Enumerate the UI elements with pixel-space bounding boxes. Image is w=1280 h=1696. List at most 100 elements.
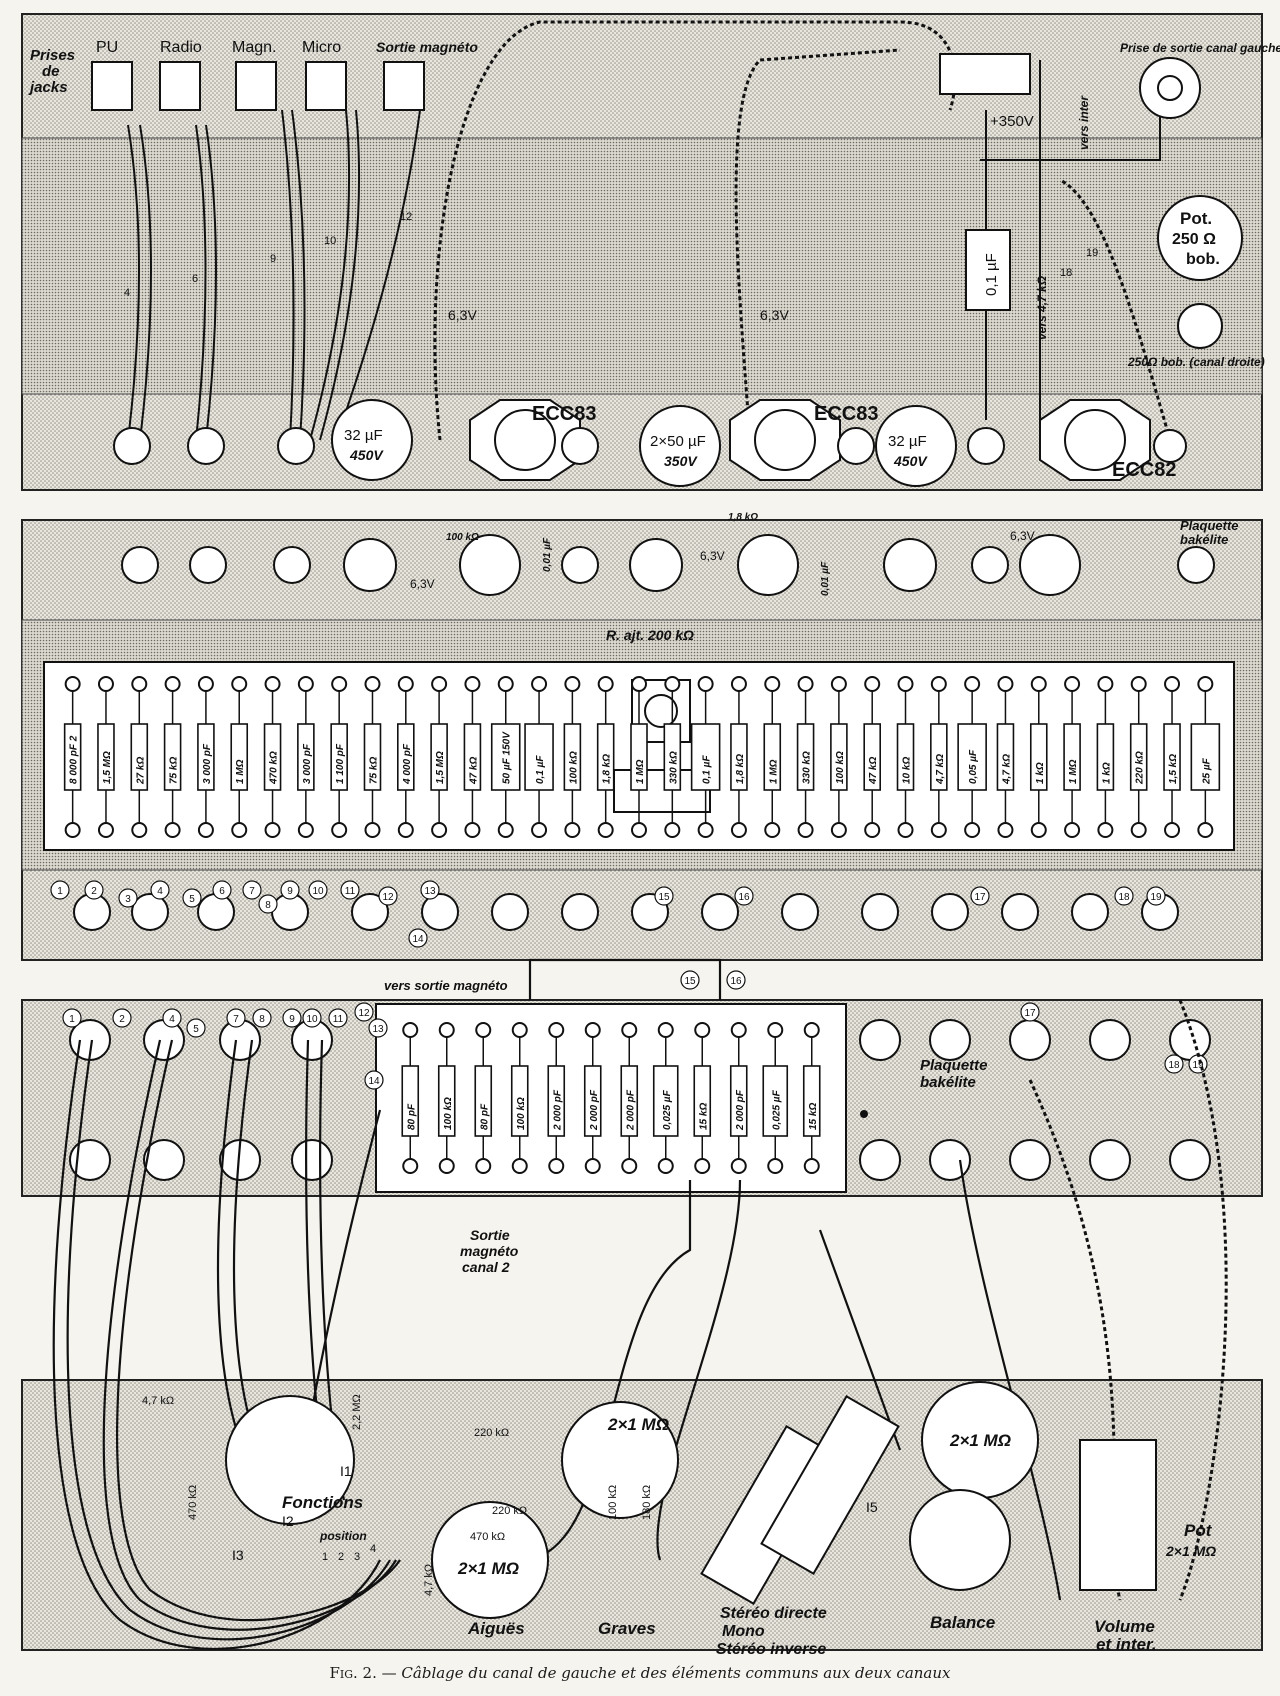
strip1-lug-top <box>897 676 914 692</box>
cap-32uf-b-val: 32 µF <box>888 433 927 450</box>
strip1-component-label: 25 µF <box>1201 757 1212 785</box>
switch-i3: I3 <box>232 1547 244 1563</box>
p3-wire-number: 8 <box>259 1014 265 1025</box>
hole-d <box>561 427 599 465</box>
strip1-component-label: 3 000 pF <box>202 743 213 784</box>
strip2-component <box>510 1065 529 1137</box>
p2-wire-number-badge <box>378 886 398 906</box>
strip1-component <box>1129 723 1148 791</box>
p3-hole-bottom <box>859 1139 901 1181</box>
strip1-component-label: 0,05 µF <box>968 749 979 784</box>
p2-wire-number: 1 <box>57 886 63 897</box>
cap-32uf-b-v: 450V <box>893 453 928 469</box>
strip1-component-label: 330 kΩ <box>668 751 679 784</box>
p3-wire-number: 7 <box>233 1014 239 1025</box>
wire-num-12: 12 <box>400 211 412 223</box>
p2-wire-number: 19 <box>1150 892 1162 903</box>
strip1-lug-top <box>564 676 581 692</box>
p2-wire-number-badge <box>340 880 360 900</box>
p3-hole-top <box>859 1019 901 1061</box>
strip2-lug-top <box>621 1022 638 1038</box>
strip1-component <box>763 723 782 791</box>
res-4-7k-b: 4,7 kΩ <box>423 1564 435 1596</box>
switch-pos-1: 1 <box>322 1551 328 1563</box>
strip1-lug-bottom <box>131 822 148 838</box>
switch-i1: I1 <box>340 1463 352 1479</box>
strip1-component <box>297 723 315 791</box>
strip1-lug-top <box>331 676 348 692</box>
strip2-component <box>729 1065 748 1137</box>
strip2-component-label: 2 000 pF <box>552 1089 563 1131</box>
res-470k-b: 470 kΩ <box>470 1531 505 1543</box>
strip1-lug-top <box>131 676 148 692</box>
strip2-component <box>762 1065 789 1137</box>
strip2-lug-top <box>402 1022 419 1038</box>
hole-g <box>1153 429 1187 463</box>
p2-top-part-3: 1,8 kΩ <box>728 512 758 523</box>
strip1-component <box>63 723 82 791</box>
p2-wire-number: 7 <box>249 886 255 897</box>
switch-fonctions-label: Fonctions <box>282 1493 363 1512</box>
strip2-lug-bottom <box>803 1158 820 1174</box>
strip1-lug-top <box>1064 676 1081 692</box>
tube-socket-2 <box>729 399 841 481</box>
strip1-lug-top <box>964 676 981 692</box>
caption-text: — Câblage du canal de gauche et des élém… <box>381 1664 951 1682</box>
p2-bottom-hole <box>131 893 169 931</box>
pot-balance-bottom <box>909 1489 1011 1591</box>
p3-wire-number-badge <box>368 1018 388 1038</box>
strip1-lug-bottom <box>864 822 881 838</box>
sortie-line1: Sortie <box>470 1227 510 1243</box>
p3-wire-number-badge <box>354 1002 374 1022</box>
strip1-component-label: 50 µF 150V <box>502 731 513 784</box>
strip1-lug-bottom <box>797 822 814 838</box>
pot2-label: 250Ω bob. (canal droite) <box>1127 355 1265 369</box>
strip1-component <box>663 723 682 791</box>
strip2-lug-top <box>548 1022 565 1038</box>
sortie-line3: canal 2 <box>462 1259 510 1275</box>
strip1-lug-top <box>64 676 81 692</box>
strip1-lug-top <box>431 676 448 692</box>
output-jack-label: Prise de sortie canal gauche <box>1120 41 1280 55</box>
res-220k-a: 220 kΩ <box>474 1427 509 1439</box>
p3-wire-number-badge <box>302 1008 322 1028</box>
wire-num-6: 6 <box>192 273 198 285</box>
p2-wire-number-badge <box>242 880 262 900</box>
strip2-lug-top <box>511 1022 528 1038</box>
p3-wire-number: 1 <box>69 1014 75 1025</box>
strip1-lug-top <box>664 676 681 692</box>
p2-heater-b: 6,3V <box>700 549 725 563</box>
p3-wire-number-badge <box>680 970 700 990</box>
p3-hole-bottom <box>1009 1139 1051 1181</box>
cap-2x50uf-val: 2×50 µF <box>650 433 706 450</box>
strip1-lug-bottom <box>697 822 714 838</box>
p3-wire-number-badge <box>112 1008 132 1028</box>
strip1-lug-bottom <box>197 822 214 838</box>
strip1-component <box>596 723 615 791</box>
p3-hole-top <box>143 1019 185 1061</box>
strip2-lug-bottom <box>694 1158 711 1174</box>
strip1-lug-bottom <box>231 822 248 838</box>
strip2-component <box>437 1065 456 1137</box>
strip1-component-label: 27 kΩ <box>135 757 146 785</box>
strip2-component-label: 2 000 pF <box>589 1089 600 1131</box>
cap-2x50uf <box>639 405 721 487</box>
heater-label-2: 6,3V <box>760 307 789 323</box>
hole-c <box>277 427 315 465</box>
cap-0-1uf-label: 0,1 µF <box>983 253 1000 296</box>
strip1-lug-bottom <box>597 822 614 838</box>
label-350v: +350V <box>990 113 1034 130</box>
p2-electrolytic-b <box>629 538 683 592</box>
p3-wire-number-badge <box>282 1008 302 1028</box>
jack-label-sortie: Sortie magnéto <box>376 39 478 55</box>
strip1-lug-bottom <box>764 822 781 838</box>
p2-electrolytic-c <box>883 538 937 592</box>
strip1-lug-bottom <box>564 822 581 838</box>
sortie-line2: magnéto <box>460 1243 519 1259</box>
cap-32uf-a-val: 32 µF <box>344 427 383 444</box>
panel-amplifier-board: 6,3V 6,3V 6,3V 100 kΩ 0,01 µF 1,8 kΩ 0,0… <box>21 512 1263 961</box>
strip1-lug-top <box>397 676 414 692</box>
pot-aigues-value: 2×1 MΩ <box>457 1559 519 1578</box>
strip1-component-label: 75 kΩ <box>368 757 379 784</box>
